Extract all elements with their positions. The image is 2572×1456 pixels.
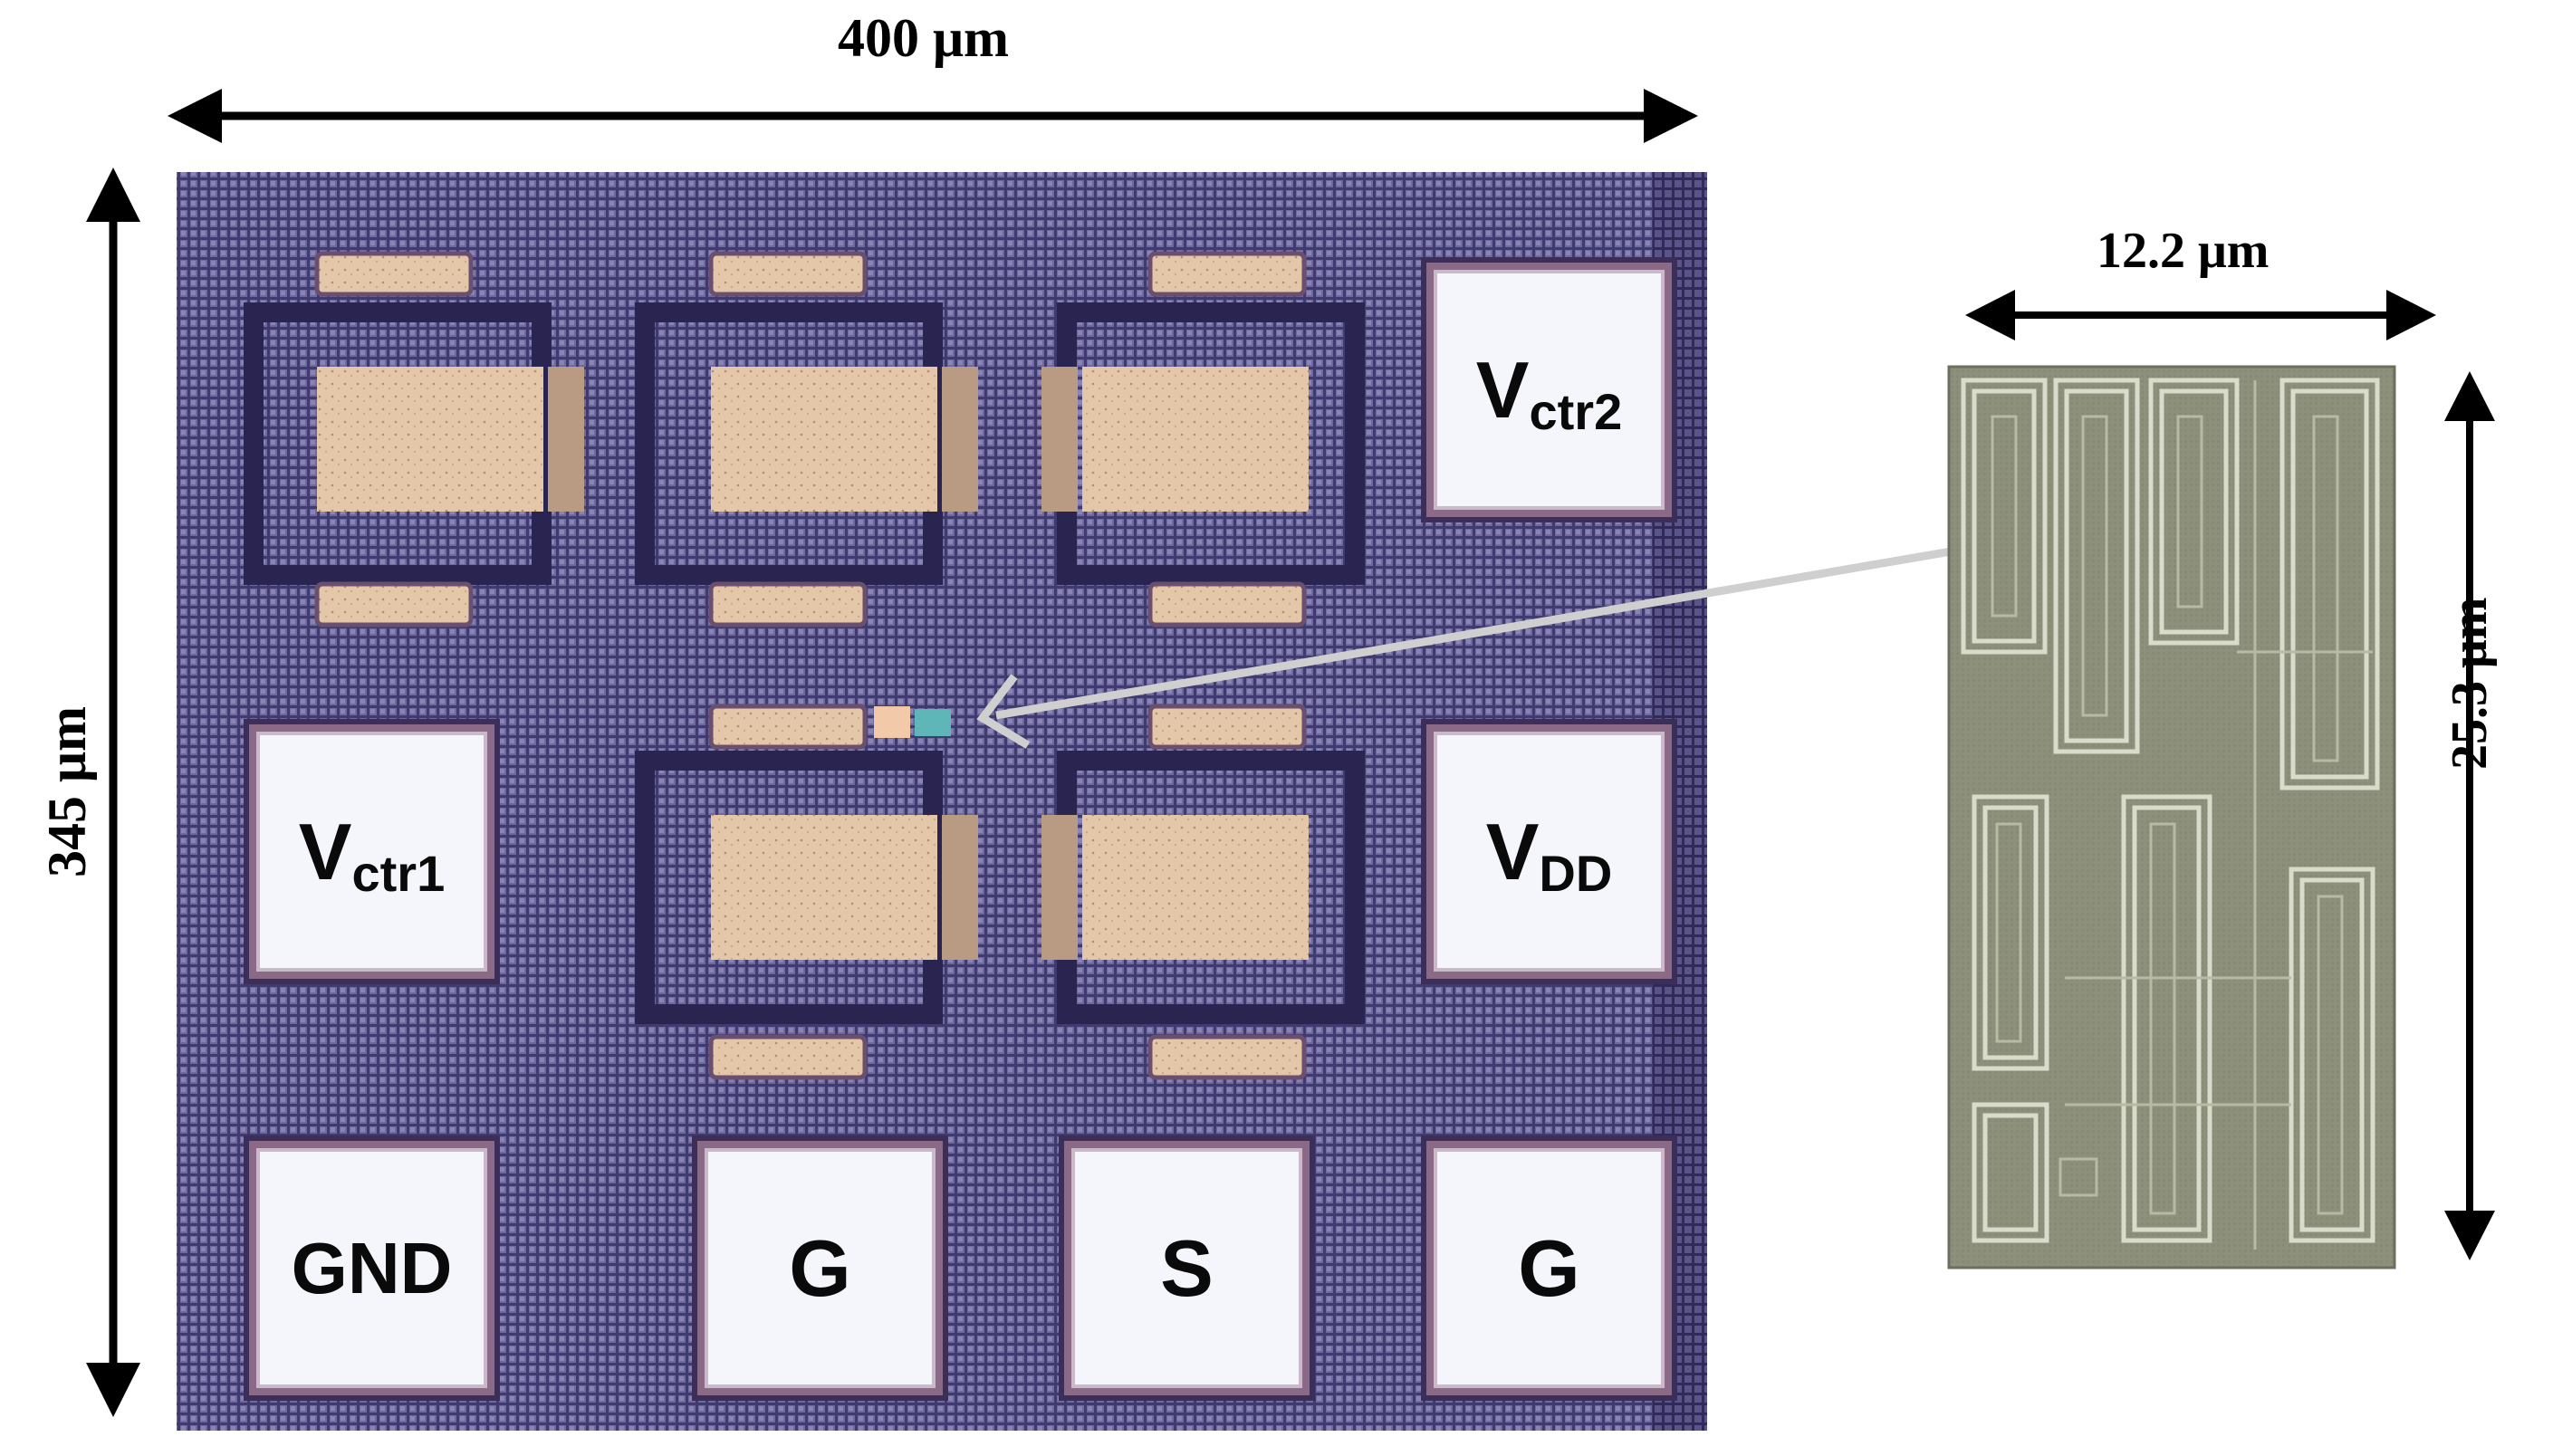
pad-vdd-sub: DD — [1539, 845, 1613, 902]
height-dimension-arrow — [86, 168, 140, 1417]
chip-width-label: 400 μm — [838, 8, 1009, 68]
pad-s: S — [1064, 1141, 1310, 1395]
pad-g1: G — [697, 1141, 943, 1395]
pad-gnd-label: GND — [291, 1227, 453, 1308]
zoom-pointer-arrow — [976, 546, 1957, 749]
pad-gnd: GND — [249, 1141, 494, 1395]
inductor-metal-bottom — [711, 815, 1309, 960]
pad-vdd-main: V — [1485, 806, 1540, 896]
zoom-width-label: 12.2 μm — [2097, 223, 2270, 279]
zoom-height-arrow — [2444, 371, 2495, 1260]
pad-vctr1-main: V — [298, 806, 352, 896]
pad-g2: G — [1426, 1141, 1672, 1395]
active-circuit-block — [874, 706, 951, 738]
pad-vctr2-sub: ctr2 — [1529, 383, 1623, 440]
width-dimension-arrow — [168, 89, 1698, 143]
zoom-height-label: 25.3 μm — [2442, 597, 2498, 770]
pad-g1-label: G — [789, 1222, 851, 1313]
pad-vctr1-sub: ctr1 — [351, 845, 446, 902]
zoom-width-arrow — [1965, 290, 2436, 340]
capacitor-strips — [314, 251, 1307, 1080]
zoom-layout-panel — [1947, 365, 2396, 1269]
pad-vctr2-main: V — [1475, 344, 1530, 435]
pad-s-label: S — [1160, 1222, 1214, 1313]
pad-g2-label: G — [1518, 1222, 1580, 1313]
chip-height-label: 345 μm — [37, 706, 97, 877]
inductor-metal-top — [317, 367, 1309, 512]
